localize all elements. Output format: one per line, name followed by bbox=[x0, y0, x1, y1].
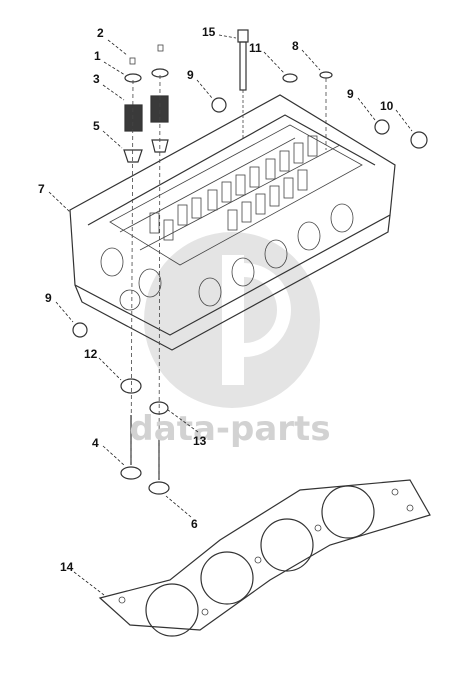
callout-1: 1 bbox=[94, 49, 101, 63]
callout-12: 12 bbox=[84, 347, 98, 361]
head-bolt-part-15 bbox=[237, 29, 249, 140]
callout-11: 11 bbox=[249, 41, 262, 55]
callout-5: 5 bbox=[93, 119, 100, 133]
callout-3: 3 bbox=[93, 72, 100, 86]
plug-part-11 bbox=[282, 73, 298, 83]
callout-10: 10 bbox=[380, 99, 394, 113]
callout-9-right: 9 bbox=[347, 87, 354, 101]
valve-stem-seal-part-5 bbox=[123, 139, 169, 163]
cylinder-head bbox=[69, 94, 396, 351]
callout-9-left: 9 bbox=[45, 291, 52, 305]
head-gasket-part-14 bbox=[98, 479, 431, 637]
callout-4: 4 bbox=[92, 436, 99, 450]
callout-7: 7 bbox=[38, 182, 45, 196]
watermark-text: data-parts bbox=[129, 409, 330, 449]
seal-part-9-left bbox=[72, 322, 88, 338]
cap-part-10 bbox=[410, 131, 428, 149]
valve-spring-part-3 bbox=[124, 95, 169, 132]
callout-13: 13 bbox=[193, 434, 207, 448]
callout-6: 6 bbox=[191, 517, 198, 531]
plug-part-8 bbox=[319, 71, 333, 79]
callout-15: 15 bbox=[202, 25, 216, 39]
callout-labels: 2 1 3 5 7 15 11 8 9 9 10 9 12 13 4 6 14 bbox=[38, 25, 394, 574]
seal-part-9-top bbox=[211, 97, 227, 113]
callout-9-top: 9 bbox=[187, 68, 194, 82]
assembly-axis-lines bbox=[130, 74, 327, 481]
leader-lines bbox=[48, 34, 413, 596]
valve-keepers-part-2 bbox=[129, 44, 164, 65]
callout-8: 8 bbox=[292, 39, 299, 53]
valve-seat-part-12 bbox=[120, 378, 142, 394]
installed-valve-springs bbox=[149, 135, 318, 241]
spring-retainer-part-1 bbox=[124, 68, 169, 83]
callout-2: 2 bbox=[97, 26, 104, 40]
watermark-logo bbox=[144, 232, 320, 408]
seal-part-9-right bbox=[374, 119, 390, 135]
callout-14: 14 bbox=[60, 560, 74, 574]
